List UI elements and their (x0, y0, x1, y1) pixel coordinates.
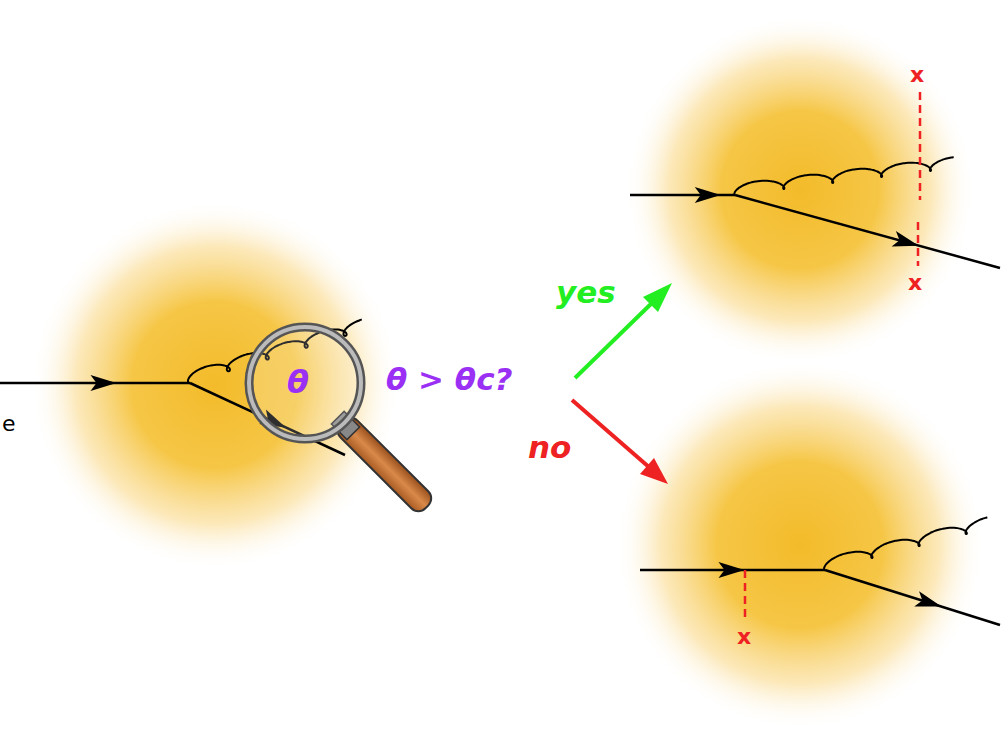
branch-no: no (528, 432, 571, 463)
arrowhead (719, 562, 745, 578)
quark-line (0, 382, 190, 385)
text-fragment: e (2, 413, 16, 435)
arrowhead (914, 591, 941, 606)
arrowhead (695, 187, 721, 203)
feynman-lines (0, 157, 1000, 625)
quark-line (735, 195, 1000, 268)
condition-text: θ > θc? (386, 364, 513, 395)
medium-glow (30, 200, 400, 570)
cut-marker: x (737, 626, 751, 648)
cut-lines (745, 92, 920, 622)
angle-symbol: θ (287, 366, 309, 398)
cut-marker: x (910, 64, 924, 86)
branch-yes: yes (556, 277, 616, 308)
medium-glow (625, 15, 975, 365)
arrowhead (892, 231, 919, 246)
gluon-line (824, 517, 987, 570)
quark-line (825, 570, 1000, 625)
magnifying-glass (249, 327, 435, 515)
medium-glow (615, 360, 985, 730)
cut-marker: x (908, 272, 922, 294)
arrowhead (91, 375, 117, 391)
decision-arrows (572, 283, 672, 484)
